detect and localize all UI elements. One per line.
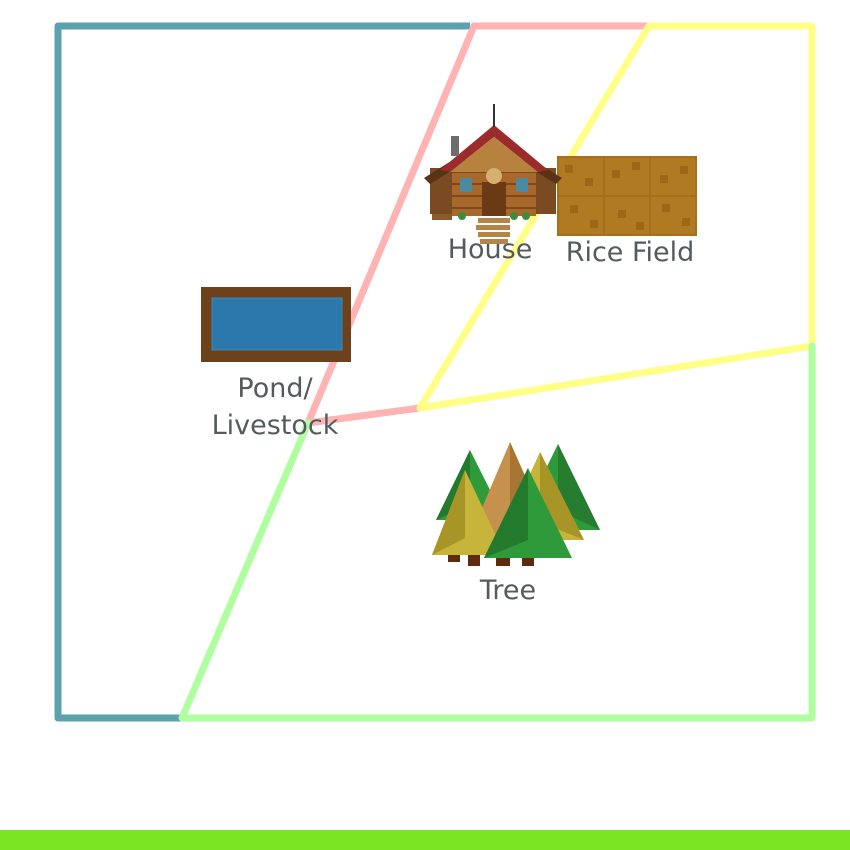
house-label: House [447,234,533,265]
tree-icon[interactable] [432,442,600,566]
farm-boundary-line [54,22,470,722]
tree-label: Tree [479,575,537,606]
pond-icon[interactable] [201,287,351,362]
house-icon[interactable] [424,104,562,244]
ground-strip [0,830,850,850]
pond-label: Pond/ Livestock [211,373,339,441]
pond-zone-line [304,22,654,427]
rice-field-icon[interactable] [557,156,697,236]
rice-field-label: Rice Field [565,237,695,268]
forest-zone-line [178,342,816,722]
